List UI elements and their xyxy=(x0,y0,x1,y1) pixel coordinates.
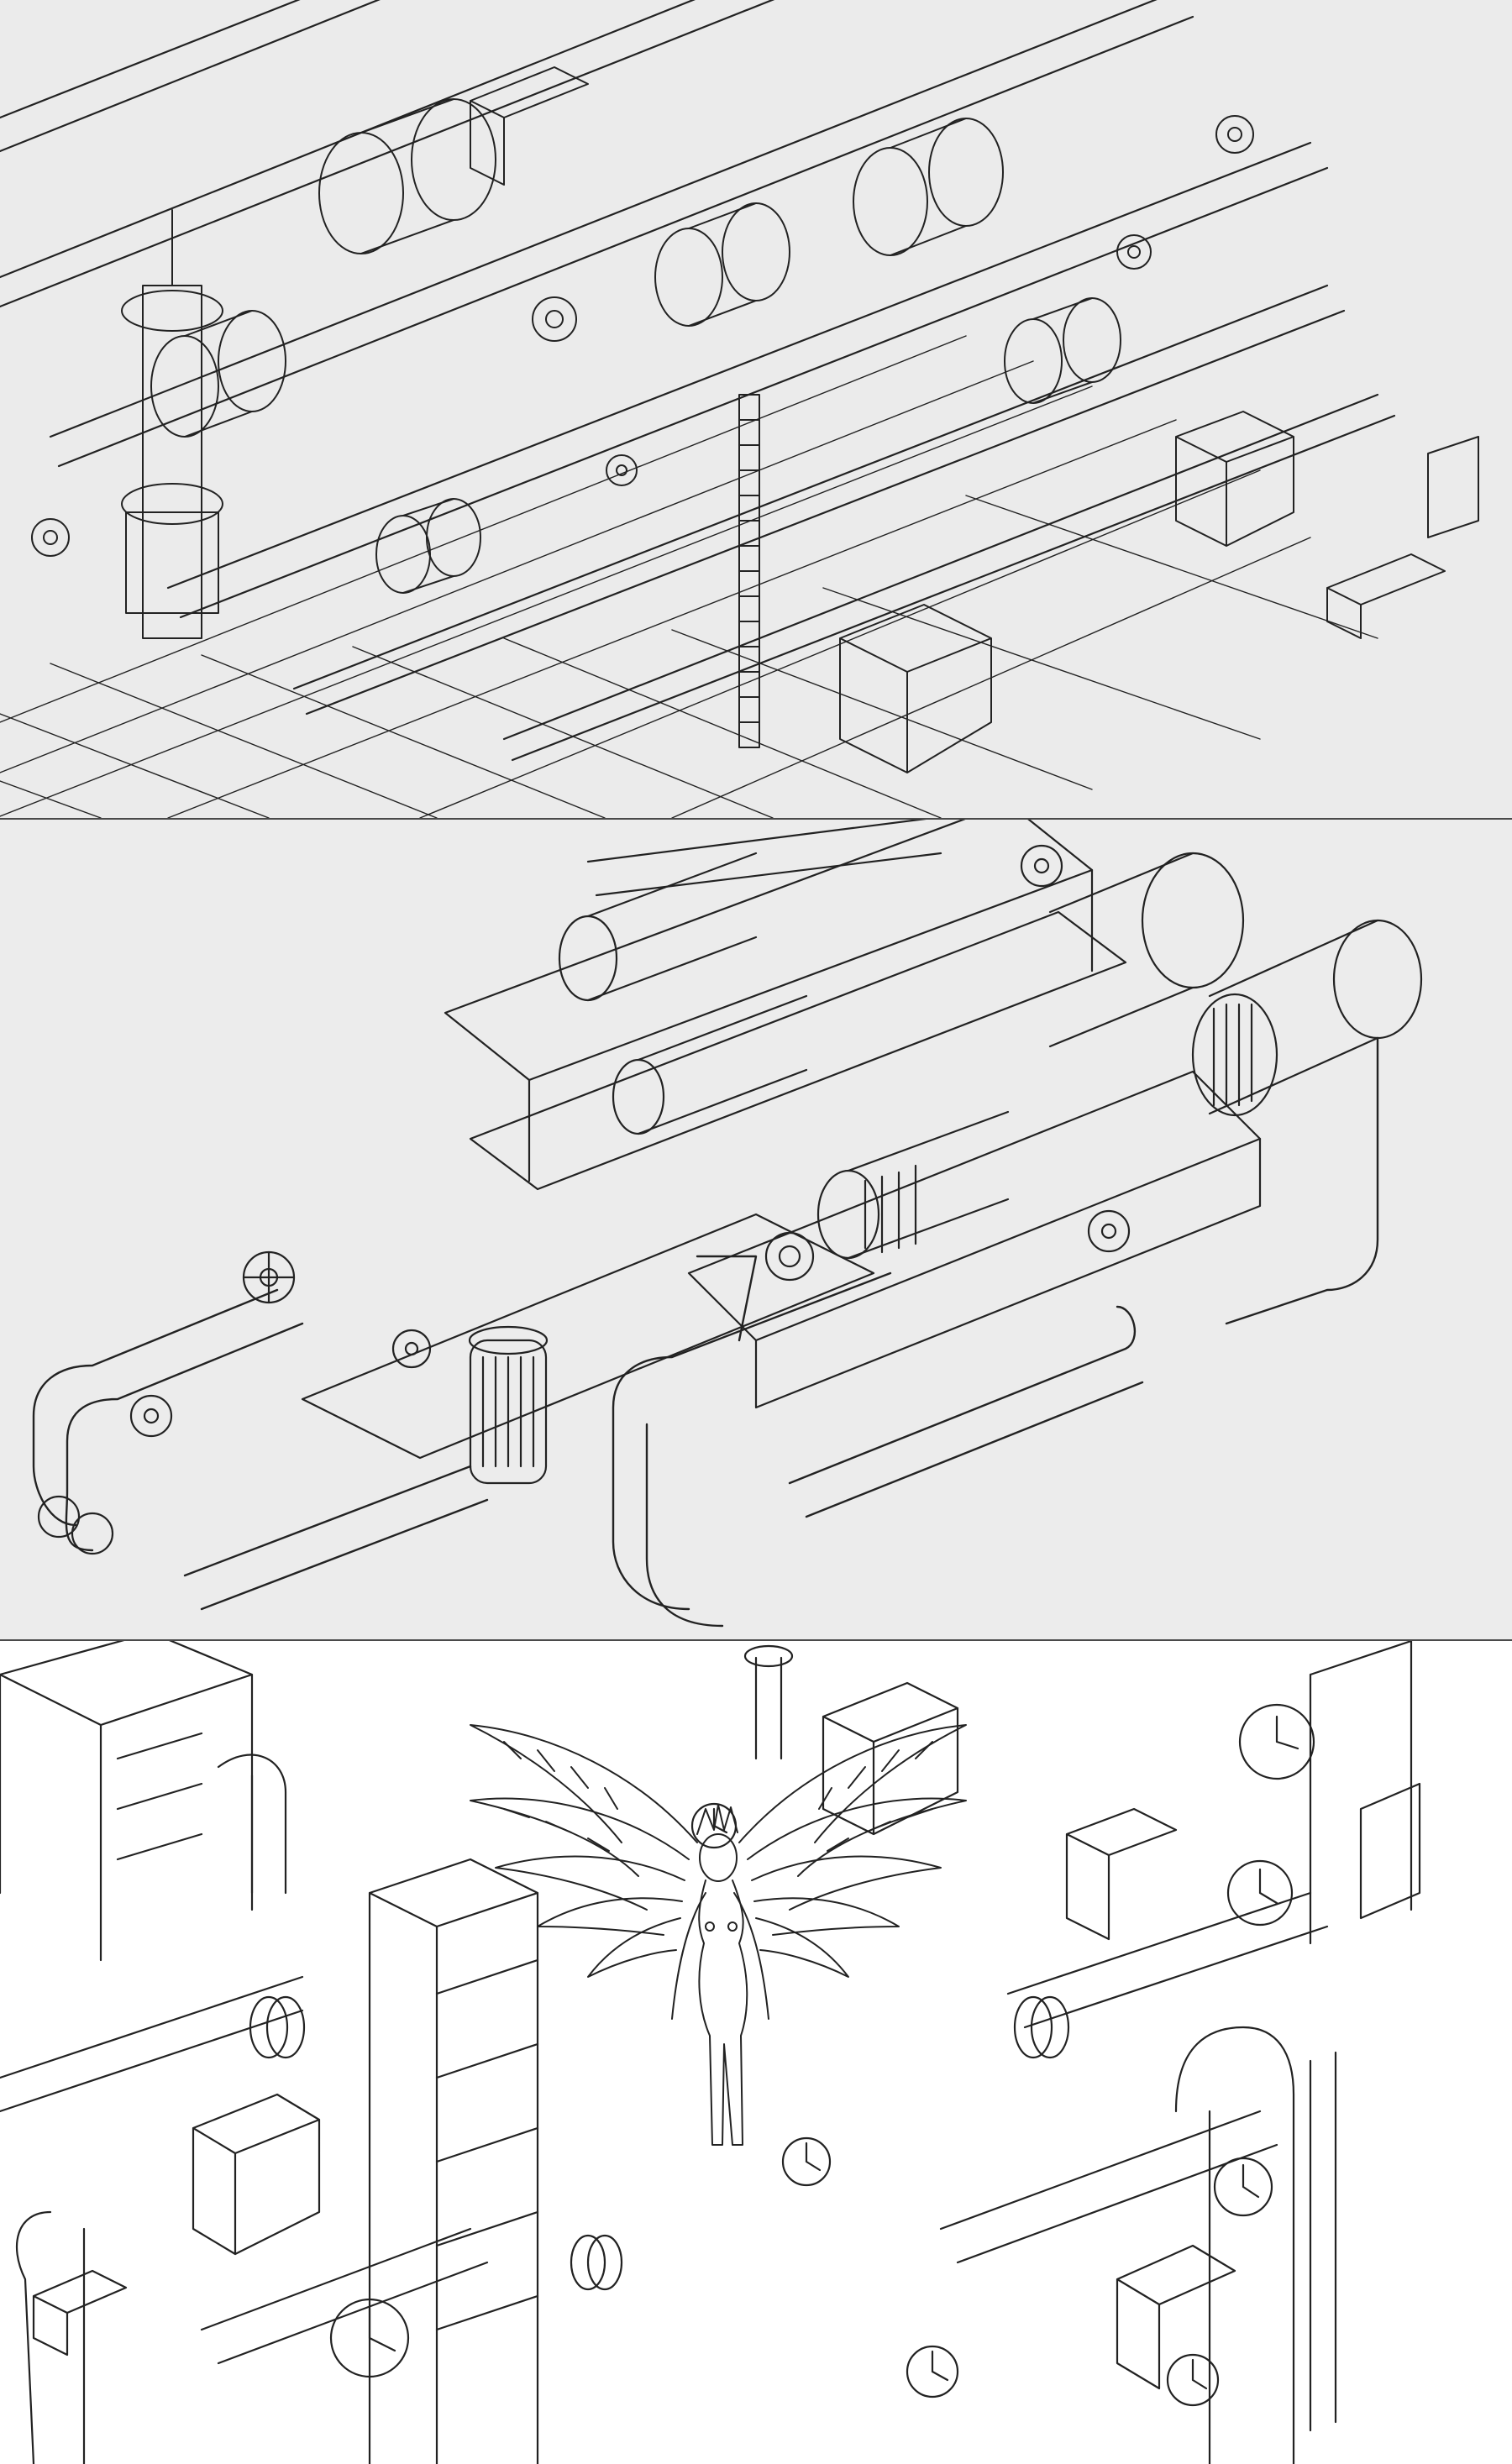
pipe-runs xyxy=(0,0,1396,762)
panel-divider xyxy=(0,818,1512,820)
valve-wheels xyxy=(31,115,1254,557)
gauges xyxy=(329,1703,1315,2407)
pipe-loops xyxy=(32,1036,1379,1628)
cabinets xyxy=(470,66,1479,773)
pump-assembly-illustration xyxy=(0,820,1512,1639)
drums xyxy=(150,98,1121,594)
pipes xyxy=(0,1644,1337,2464)
vertical-cartridge xyxy=(468,1325,549,1485)
scaffold-frames xyxy=(0,1641,1413,2464)
housings xyxy=(444,820,1262,1409)
vertical-column xyxy=(121,209,223,639)
line-art-panel-pump-assembly xyxy=(0,820,1512,1639)
cylinders xyxy=(558,852,1010,1260)
line-art-panel-winged-figure xyxy=(0,1641,1512,2464)
lattice-tower xyxy=(738,394,760,748)
winged-figure xyxy=(470,1724,967,2146)
handwheels xyxy=(37,844,1131,1555)
base-plate xyxy=(301,1213,875,1460)
floor-grid xyxy=(0,335,1378,818)
line-art-panel-plant xyxy=(0,0,1512,818)
top-pipe xyxy=(586,820,942,897)
motor-large xyxy=(1048,852,1423,1117)
winged-figure-illustration xyxy=(0,1641,1512,2464)
plant-illustration xyxy=(0,0,1512,818)
flanges xyxy=(249,1995,1070,2291)
panel-divider xyxy=(0,1639,1512,1641)
machinery-blocks xyxy=(32,1681,1421,2390)
